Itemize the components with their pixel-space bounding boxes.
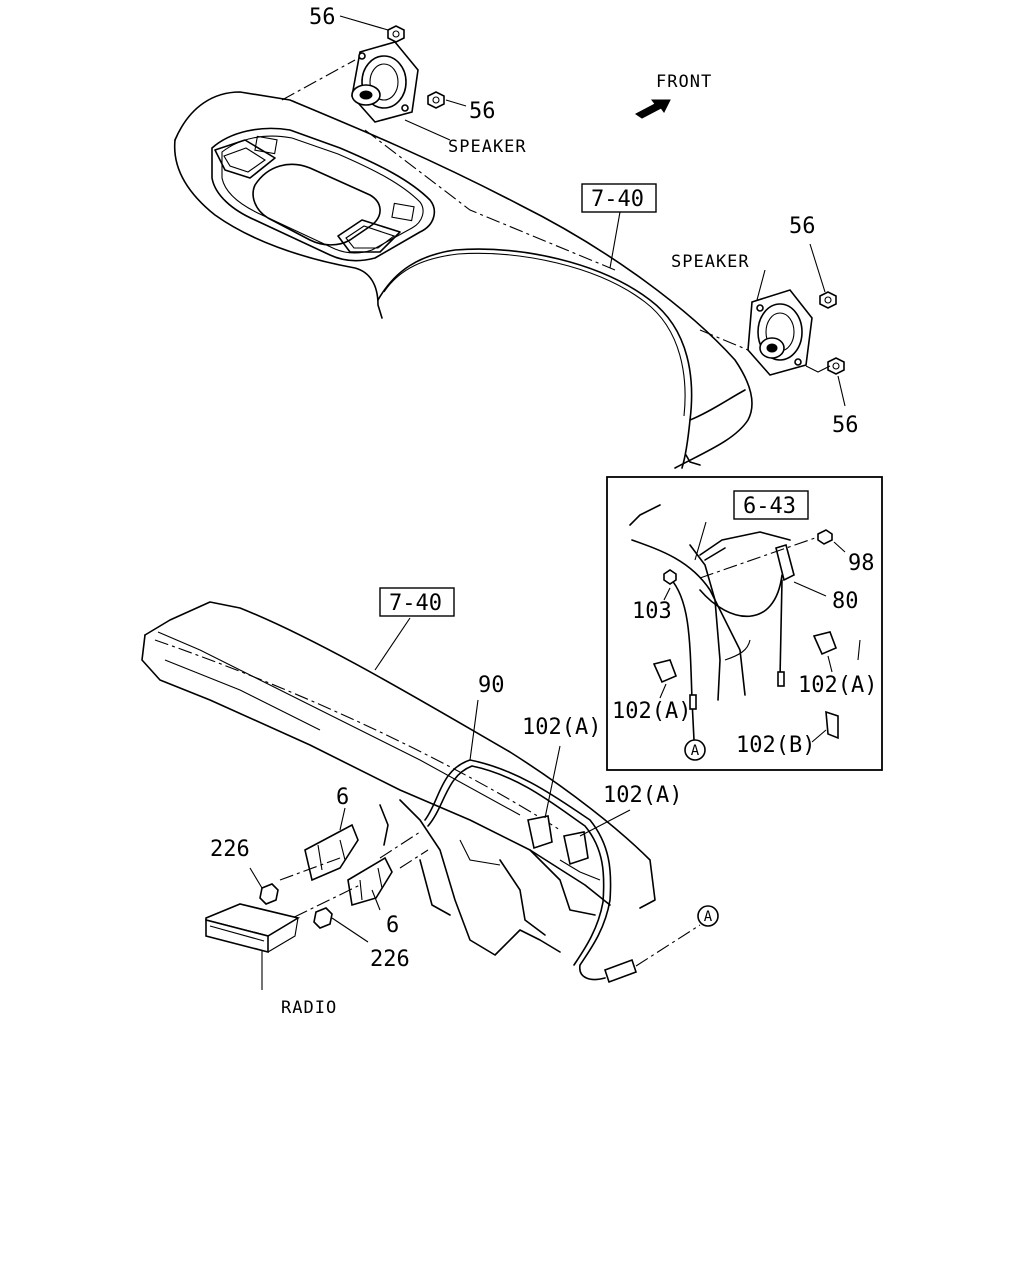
nut-56-top [387,25,405,43]
label-speaker-right: SPEAKER [671,252,750,272]
ref-box-7-40-lower [379,587,455,617]
clip-102a-main [527,815,589,866]
nut-56-left-lower [427,91,445,109]
callout-102a-main-2: 102(A) [603,783,682,808]
callout-6-upper: 6 [336,785,349,810]
ref-box-6-43 [733,490,809,520]
callout-90: 90 [478,673,505,698]
connector-a-inset: A [691,743,700,759]
upper-dash-panel [173,91,753,469]
ref-7-40-lower: 7-40 [389,591,442,616]
callout-102a-inset-right: 102(A) [798,673,877,698]
callout-102b-inset: 102(B) [736,733,815,758]
antenna-cable [424,759,719,984]
label-speaker-left: SPEAKER [448,137,527,157]
callout-102a-main-1: 102(A) [522,715,601,740]
callout-102a-inset-left: 102(A) [612,699,691,724]
label-radio: RADIO [281,998,337,1018]
detail-inset [606,476,883,771]
callout-226-upper: 226 [210,837,250,862]
callout-226-lower: 226 [370,947,410,972]
label-front: FRONT [656,72,712,92]
callout-6-lower: 6 [386,913,399,938]
speaker-right [747,289,813,376]
connector-a-main: A [704,909,713,925]
callout-56-left-lower: 56 [469,99,496,124]
callout-103: 103 [632,599,672,624]
bolt-226-upper [259,883,279,905]
front-arrow-icon [635,99,671,119]
nut-56-right-upper [819,291,837,309]
callout-80: 80 [832,589,859,614]
radio-unit [205,903,301,954]
ref-7-40-upper: 7-40 [591,187,644,212]
radio-brackets [271,823,429,929]
ref-box-7-40-upper [581,183,657,213]
callout-98: 98 [848,551,875,576]
lower-dash-assembly [141,601,656,956]
ref-6-43: 6-43 [743,494,796,519]
bolt-226-lower [313,907,333,929]
nut-56-right-lower [827,357,845,375]
speaker-left [351,41,419,123]
callout-56-top: 56 [309,5,336,30]
callout-56-right-upper: 56 [789,214,816,239]
callout-56-right-lower: 56 [832,413,859,438]
